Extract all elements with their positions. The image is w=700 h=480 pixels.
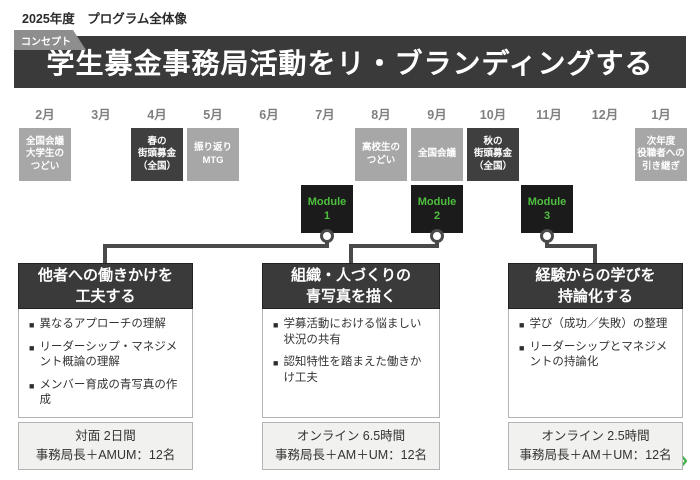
module-3-label: Module bbox=[527, 195, 567, 208]
module-1-label: Module bbox=[307, 195, 347, 208]
column-2-body: ■学募活動における悩ましい状況の共有 ■認知特性を踏まえた働きかけ工夫 bbox=[262, 309, 440, 418]
square-bullet-icon: ■ bbox=[29, 342, 35, 353]
module-2-node bbox=[430, 229, 444, 243]
month-label: 7月 bbox=[315, 108, 335, 122]
column-2-footer: オンライン 6.5時間 事務局長＋AM＋UM：12名 bbox=[262, 422, 440, 470]
module-2-number: 2 bbox=[433, 210, 441, 222]
module-2-connector bbox=[349, 244, 353, 264]
module-3-box: Module 3 bbox=[521, 185, 573, 233]
column-module-2: 組織・人づくりの 青写真を描く ■学募活動における悩ましい状況の共有 ■認知特性… bbox=[262, 263, 440, 470]
column-1-title: 他者への働きかけを 工夫する bbox=[18, 263, 193, 309]
column-1-body: ■異なるアプローチの理解 ■リーダーシップ・マネジメント概論の理解 ■メンバー育… bbox=[18, 309, 193, 418]
page-title: 2025年度 プログラム全体像 bbox=[22, 12, 187, 26]
module-3-number: 3 bbox=[543, 210, 551, 222]
module-2-box: Module 2 bbox=[411, 185, 463, 233]
column-3-body: ■学び（成功／失敗）の整理 ■リーダーシップとマネジメントの持論化 bbox=[508, 309, 683, 418]
module-1-number: 1 bbox=[323, 210, 331, 222]
column-1-footer: 対面 2日間 事務局長＋AMUM：12名 bbox=[18, 422, 193, 470]
module-2-connector bbox=[349, 244, 439, 248]
square-bullet-icon: ■ bbox=[519, 342, 525, 353]
column-3-title: 経験からの学びを 持論化する bbox=[508, 263, 683, 309]
bullet-item: ■リーダーシップ・マネジメント概論の理解 bbox=[29, 340, 184, 371]
module-3-node bbox=[540, 229, 554, 243]
month-label: 9月 bbox=[427, 108, 447, 122]
bullet-item: ■異なるアプローチの理解 bbox=[29, 317, 184, 333]
module-1-connector bbox=[103, 244, 329, 248]
bullet-item: ■リーダーシップとマネジメントの持論化 bbox=[519, 340, 674, 371]
square-bullet-icon: ■ bbox=[519, 320, 525, 330]
timeline-months: 2月 3月 4月 5月 6月 7月 8月 9月 10月 11月 12月 1月 bbox=[17, 104, 689, 123]
month-label: 5月 bbox=[203, 108, 223, 122]
module-2-label: Module bbox=[417, 195, 457, 208]
square-bullet-icon: ■ bbox=[29, 320, 35, 330]
month-label: 4月 bbox=[147, 108, 167, 122]
concept-tag: コンセプト bbox=[14, 30, 86, 50]
module-3-connector bbox=[593, 244, 597, 264]
bullet-item: ■学び（成功／失敗）の整理 bbox=[519, 317, 674, 333]
concept-banner: 学生募金事務局活動をリ・ブランディングする bbox=[14, 36, 686, 88]
month-label: 8月 bbox=[371, 108, 391, 122]
column-module-3: 経験からの学びを 持論化する ■学び（成功／失敗）の整理 ■リーダーシップとマネ… bbox=[508, 263, 683, 470]
event-box-feb: 全国会議 大学生の つどい bbox=[19, 128, 71, 181]
month-label: 6月 bbox=[259, 108, 279, 122]
bullet-item: ■学募活動における悩ましい状況の共有 bbox=[273, 317, 431, 348]
event-box-sep: 全国会議 bbox=[411, 128, 463, 181]
month-label: 10月 bbox=[479, 108, 507, 122]
event-box-aug: 高校生の つどい bbox=[355, 128, 407, 181]
month-label: 12月 bbox=[591, 108, 619, 122]
month-label: 1月 bbox=[651, 108, 671, 122]
event-box-jan: 次年度 役職者への 引き継ぎ bbox=[635, 128, 687, 181]
column-3-footer: オンライン 2.5時間 事務局長＋AM＋UM：12名 bbox=[508, 422, 683, 470]
square-bullet-icon: ■ bbox=[273, 358, 279, 369]
month-label: 2月 bbox=[35, 108, 55, 122]
month-label: 11月 bbox=[536, 108, 562, 122]
event-box-oct: 秋の 街頭募金 （全国） bbox=[467, 128, 519, 181]
module-1-connector bbox=[103, 244, 107, 264]
event-box-may: 振り返り MTG bbox=[187, 128, 239, 181]
column-module-1: 他者への働きかけを 工夫する ■異なるアプローチの理解 ■リーダーシップ・マネジ… bbox=[18, 263, 193, 470]
concept-banner-text: 学生募金事務局活動をリ・ブランディングする bbox=[46, 48, 654, 79]
module-3-connector bbox=[545, 244, 597, 248]
event-box-apr: 春の 街頭募金 （全国） bbox=[131, 128, 183, 181]
bullet-item: ■認知特性を踏まえた働きかけ工夫 bbox=[273, 355, 431, 386]
module-1-node bbox=[320, 229, 334, 243]
month-label: 3月 bbox=[91, 108, 111, 122]
square-bullet-icon: ■ bbox=[29, 380, 35, 391]
column-2-title: 組織・人づくりの 青写真を描く bbox=[262, 263, 440, 309]
square-bullet-icon: ■ bbox=[273, 320, 279, 330]
module-1-box: Module 1 bbox=[301, 185, 353, 233]
bullet-item: ■メンバー育成の青写真の作成 bbox=[29, 378, 184, 409]
